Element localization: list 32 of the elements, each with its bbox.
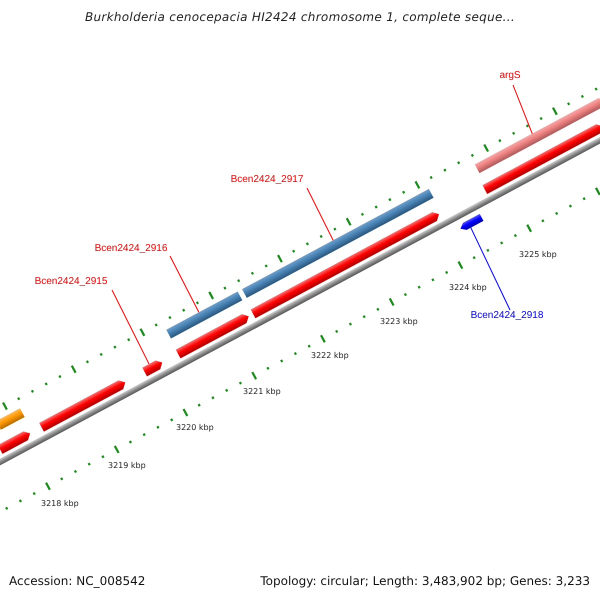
gene-bar bbox=[242, 188, 434, 298]
scale-label: 3219 kbp bbox=[108, 461, 146, 471]
gene-bar bbox=[166, 291, 242, 339]
gene-label: Bcen2424_2916 bbox=[94, 243, 168, 255]
gene-block bbox=[482, 124, 600, 194]
leader-line bbox=[470, 227, 510, 310]
gene-block bbox=[142, 360, 162, 376]
gene-label: Bcen2424_2918 bbox=[470, 310, 544, 322]
scale-label: 3221 kbp bbox=[243, 387, 281, 397]
gene-block bbox=[250, 212, 439, 318]
leader-line bbox=[170, 256, 200, 313]
scale-label: 3222 kbp bbox=[311, 351, 349, 361]
gene-block bbox=[460, 214, 484, 230]
gene-bar bbox=[474, 98, 600, 174]
scale-label: 3224 kbp bbox=[449, 283, 487, 293]
leader-line bbox=[512, 84, 533, 134]
scale-label: 3218 kbp bbox=[41, 499, 79, 509]
leader-line bbox=[112, 290, 150, 364]
gene-label: argS bbox=[499, 70, 521, 82]
gene-label: Bcen2424_2917 bbox=[230, 174, 304, 186]
genome-info: Topology: circular; Length: 3,483,902 bp; Genes: 3,233 bbox=[260, 574, 590, 588]
scale-label: 3220 kbp bbox=[176, 423, 214, 433]
scale-label: 3225 kbp bbox=[519, 250, 557, 260]
gene-block bbox=[39, 380, 126, 432]
chart-title: Burkholderia cenocepacia HI2424 chromosome 1, complete seque... bbox=[84, 10, 516, 24]
gene-bar bbox=[0, 408, 25, 430]
gene-block bbox=[176, 314, 249, 358]
gene-label: Bcen2424_2915 bbox=[34, 276, 108, 288]
accession-text: Accession: NC_008542 bbox=[9, 574, 146, 588]
leader-line bbox=[306, 188, 334, 241]
gene-block bbox=[0, 431, 30, 454]
scale-label: 3223 kbp bbox=[380, 317, 418, 327]
